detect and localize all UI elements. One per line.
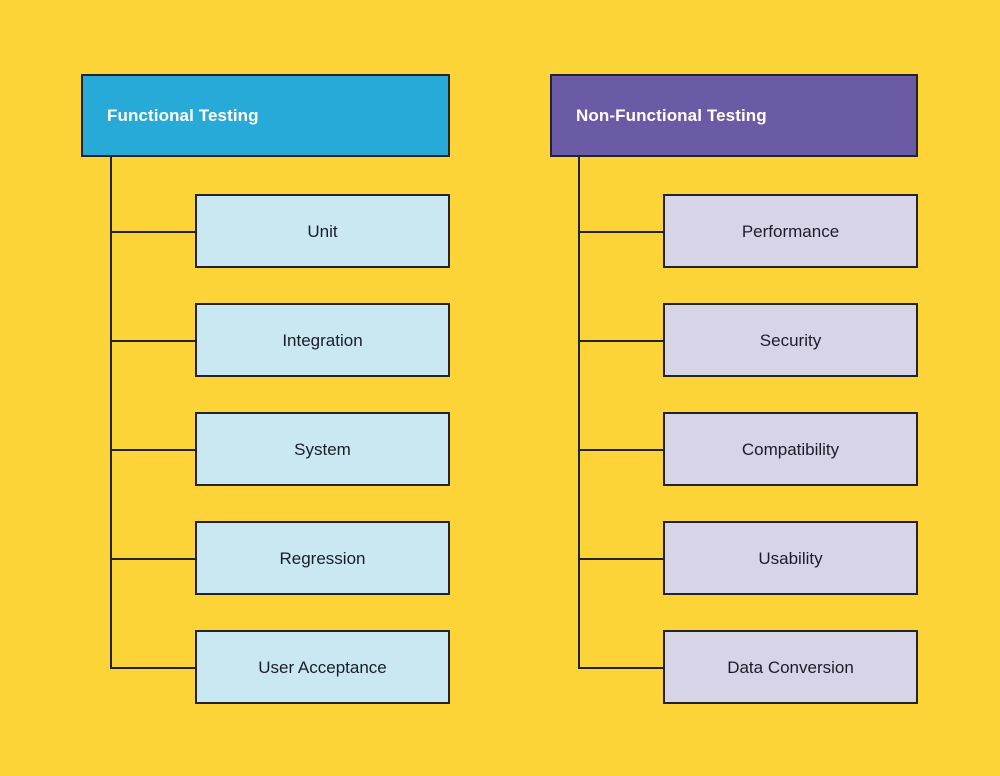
node-child[interactable]: Unit [195, 194, 450, 268]
node-child-label: Compatibility [741, 439, 840, 459]
connector-branch [110, 449, 195, 451]
node-child-label: User Acceptance [258, 657, 387, 677]
node-child[interactable]: Security [663, 303, 918, 377]
node-header-label: Functional Testing [107, 106, 259, 125]
node-child-label: Performance [741, 221, 840, 241]
node-child-label: Data Conversion [727, 657, 854, 677]
node-child[interactable]: Data Conversion [663, 630, 918, 704]
connector-trunk-functional [110, 157, 112, 667]
node-child[interactable]: System [195, 412, 450, 486]
connector-branch [578, 558, 663, 560]
connector-branch [110, 340, 195, 342]
node-child[interactable]: Integration [195, 303, 450, 377]
connector-branch [578, 231, 663, 233]
node-header-non-functional[interactable]: Non-Functional Testing [550, 74, 918, 157]
node-child-label: Security [759, 330, 822, 350]
node-child[interactable]: Compatibility [663, 412, 918, 486]
node-child[interactable]: Regression [195, 521, 450, 595]
connector-branch [110, 667, 195, 669]
node-child-label: Unit [307, 221, 338, 241]
node-child-label: System [294, 439, 351, 459]
node-child[interactable]: Performance [663, 194, 918, 268]
connector-branch [578, 667, 663, 669]
connector-trunk-non-functional [578, 157, 580, 667]
node-child-label: Integration [282, 330, 363, 350]
node-child[interactable]: Usability [663, 521, 918, 595]
node-child-label: Usability [758, 548, 823, 568]
connector-branch [578, 449, 663, 451]
node-child-label: Regression [279, 548, 366, 568]
connector-branch [110, 558, 195, 560]
node-header-functional[interactable]: Functional Testing [81, 74, 450, 157]
node-header-label: Non-Functional Testing [576, 106, 767, 125]
connector-branch [110, 231, 195, 233]
node-child[interactable]: User Acceptance [195, 630, 450, 704]
connector-branch [578, 340, 663, 342]
